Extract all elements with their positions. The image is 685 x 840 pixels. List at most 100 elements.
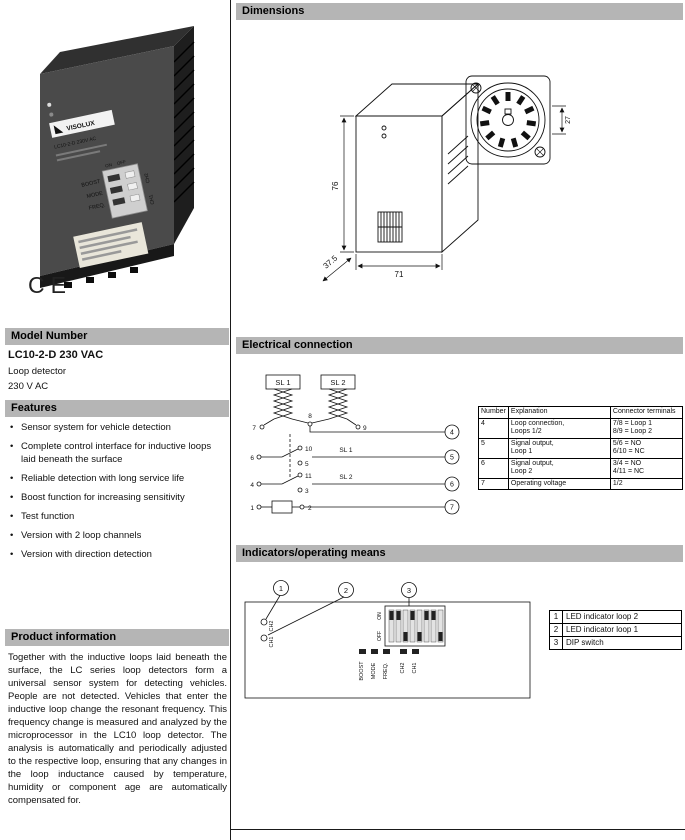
callout-4: 4 — [450, 430, 454, 437]
terminal-11: 11 — [305, 473, 312, 480]
mode-switch-marks — [359, 649, 419, 654]
table-row: 5 Signal output, Loop 1 5/6 = NO 6/10 = … — [478, 437, 684, 459]
cell-number: 7 — [478, 477, 509, 490]
photo-ch2-label: CH2 — [144, 172, 152, 183]
feature-text: Version with 2 loop channels — [21, 530, 142, 541]
electrical-table: Number Explanation Connector terminals 4… — [478, 406, 684, 490]
feature-text: Sensor system for vehicle detection — [21, 422, 171, 433]
loop2-box-label: SL 2 — [330, 378, 345, 387]
table-row: 6 Signal output, Loop 2 3/4 = NO 4/11 = … — [478, 457, 684, 479]
cell-explanation: Signal output, Loop 1 — [507, 437, 611, 459]
front-panel: VISOLUX LC10-2-D 230V AC ON OFF BOOST MO… — [47, 102, 156, 269]
cell-explanation: Signal output, Loop 2 — [507, 457, 611, 479]
callout-2: 2 — [344, 586, 348, 595]
feature-item: Boost function for increasing sensitivit… — [8, 491, 227, 504]
legend-number: 1 — [549, 610, 563, 624]
header-connector: Connector terminals — [609, 406, 684, 419]
dim-width-label: 71 — [395, 270, 404, 279]
cell-line: 5/6 = NO — [612, 439, 642, 447]
legend-label: LED indicator loop 1 — [562, 623, 682, 637]
terminal-1: 1 — [250, 505, 254, 512]
indicators-legend-table: 1 LED indicator loop 2 2 LED indicator l… — [549, 610, 682, 650]
cell-number: 4 — [478, 417, 509, 439]
led-dot-1 — [47, 102, 52, 107]
ce-mark: CE — [28, 272, 72, 298]
indicators-section-header: Indicators/operating means — [236, 545, 683, 562]
dimensions-section-header: Dimensions — [236, 3, 683, 20]
bottom-rule — [231, 829, 685, 830]
terminal-10: 10 — [305, 446, 313, 453]
cell-explanation: Loop connection, Loops 1/2 — [507, 417, 611, 439]
electrical-diagram: SL 1 SL 2 7 8 9 6 10 5 4 11 3 1 2 SL 1 S… — [250, 374, 460, 515]
cell-line: 6/10 = NC — [612, 448, 645, 455]
terminal-5: 5 — [305, 461, 309, 468]
socket-outline — [465, 75, 566, 165]
feature-item: Reliable detection with long service lif… — [8, 472, 227, 485]
header-number: Number — [478, 406, 509, 419]
feature-item: Version with direction detection — [8, 548, 227, 561]
brand-label — [49, 109, 115, 138]
feature-text: Test function — [21, 511, 75, 522]
brand-triangle-icon — [53, 125, 64, 135]
dimensions-drawing: 76 71 37.5 — [322, 75, 572, 282]
cell-line: 1/2 — [612, 479, 623, 487]
photo-off-label: OFF — [116, 159, 126, 166]
electrical-section-header: Electrical connection — [236, 337, 683, 354]
contact2-label: SL 2 — [339, 474, 353, 481]
cell-connector: 1/2 — [609, 477, 684, 490]
dim-depth-label: 37.5 — [322, 253, 340, 270]
cell-line: Loop 1 — [510, 448, 533, 455]
feature-item: Version with 2 loop channels — [8, 529, 227, 542]
ch1-column-label: CH1 — [412, 662, 418, 673]
feature-text: Reliable detection with long service lif… — [21, 473, 185, 484]
terminal-8: 8 — [308, 413, 312, 420]
cell-connector: 7/8 = Loop 1 8/9 = Loop 2 — [609, 417, 684, 439]
model-number-section-header: Model Number — [5, 328, 229, 345]
off-label: OFF — [377, 631, 383, 641]
feature-item: Sensor system for vehicle detection — [8, 421, 227, 434]
freq-label: FREQ. — [383, 662, 389, 679]
feature-text: Boost function for increasing sensitivit… — [21, 492, 185, 503]
terminal-7: 7 — [252, 425, 256, 432]
led-ch2-label: CH2 — [269, 620, 275, 631]
device-housing — [40, 26, 195, 288]
legend-label: LED indicator loop 2 — [562, 610, 682, 624]
cell-line: 4/11 = NC — [612, 468, 645, 475]
cell-line: 8/9 = Loop 2 — [612, 428, 653, 435]
column-divider — [230, 0, 231, 840]
table-row: 7 Operating voltage 1/2 — [478, 477, 684, 490]
photo-mode-label: MODE — [86, 191, 104, 200]
callout-6: 6 — [450, 482, 454, 489]
feature-text: Version with direction detection — [21, 549, 152, 560]
socket-pins — [479, 92, 537, 148]
on-label: ON — [377, 612, 383, 620]
features-list: Sensor system for vehicle detection Comp… — [8, 421, 227, 567]
terminal-6: 6 — [250, 455, 254, 462]
callout-3: 3 — [407, 586, 411, 595]
cell-line: Loop 2 — [510, 468, 533, 475]
features-section-header: Features — [5, 400, 229, 417]
legend-label: DIP switch — [562, 636, 682, 650]
model-voltage: 230 V AC — [8, 381, 49, 392]
terminal-4: 4 — [250, 482, 254, 489]
ch2-column-label: CH2 — [400, 662, 406, 673]
feature-item: Complete control interface for inductive… — [8, 440, 227, 466]
led-ch1-label: CH1 — [269, 636, 275, 647]
legend-row: 3 DIP switch — [549, 636, 682, 650]
cell-explanation: Operating voltage — [507, 477, 611, 490]
legend-number: 2 — [549, 623, 563, 637]
terminal-2: 2 — [308, 505, 312, 512]
circuit-lines — [256, 374, 460, 515]
housing-outline — [354, 82, 480, 254]
legend-number: 3 — [549, 636, 563, 650]
legend-row: 1 LED indicator loop 2 — [549, 610, 682, 624]
model-description: Loop detector — [8, 366, 67, 377]
cell-line: Signal output, — [510, 459, 554, 467]
product-info-section-header: Product information — [5, 629, 229, 646]
photo-ch1-label: CH1 — [148, 194, 156, 205]
cell-connector: 5/6 = NO 6/10 = NC — [609, 437, 684, 459]
indicators-drawing: 1 2 3 CH2 CH1 ON OFF BOOST MODE FREQ. CH… — [244, 580, 531, 699]
callout-7: 7 — [450, 505, 454, 512]
photo-boost-label: BOOST — [81, 179, 102, 189]
